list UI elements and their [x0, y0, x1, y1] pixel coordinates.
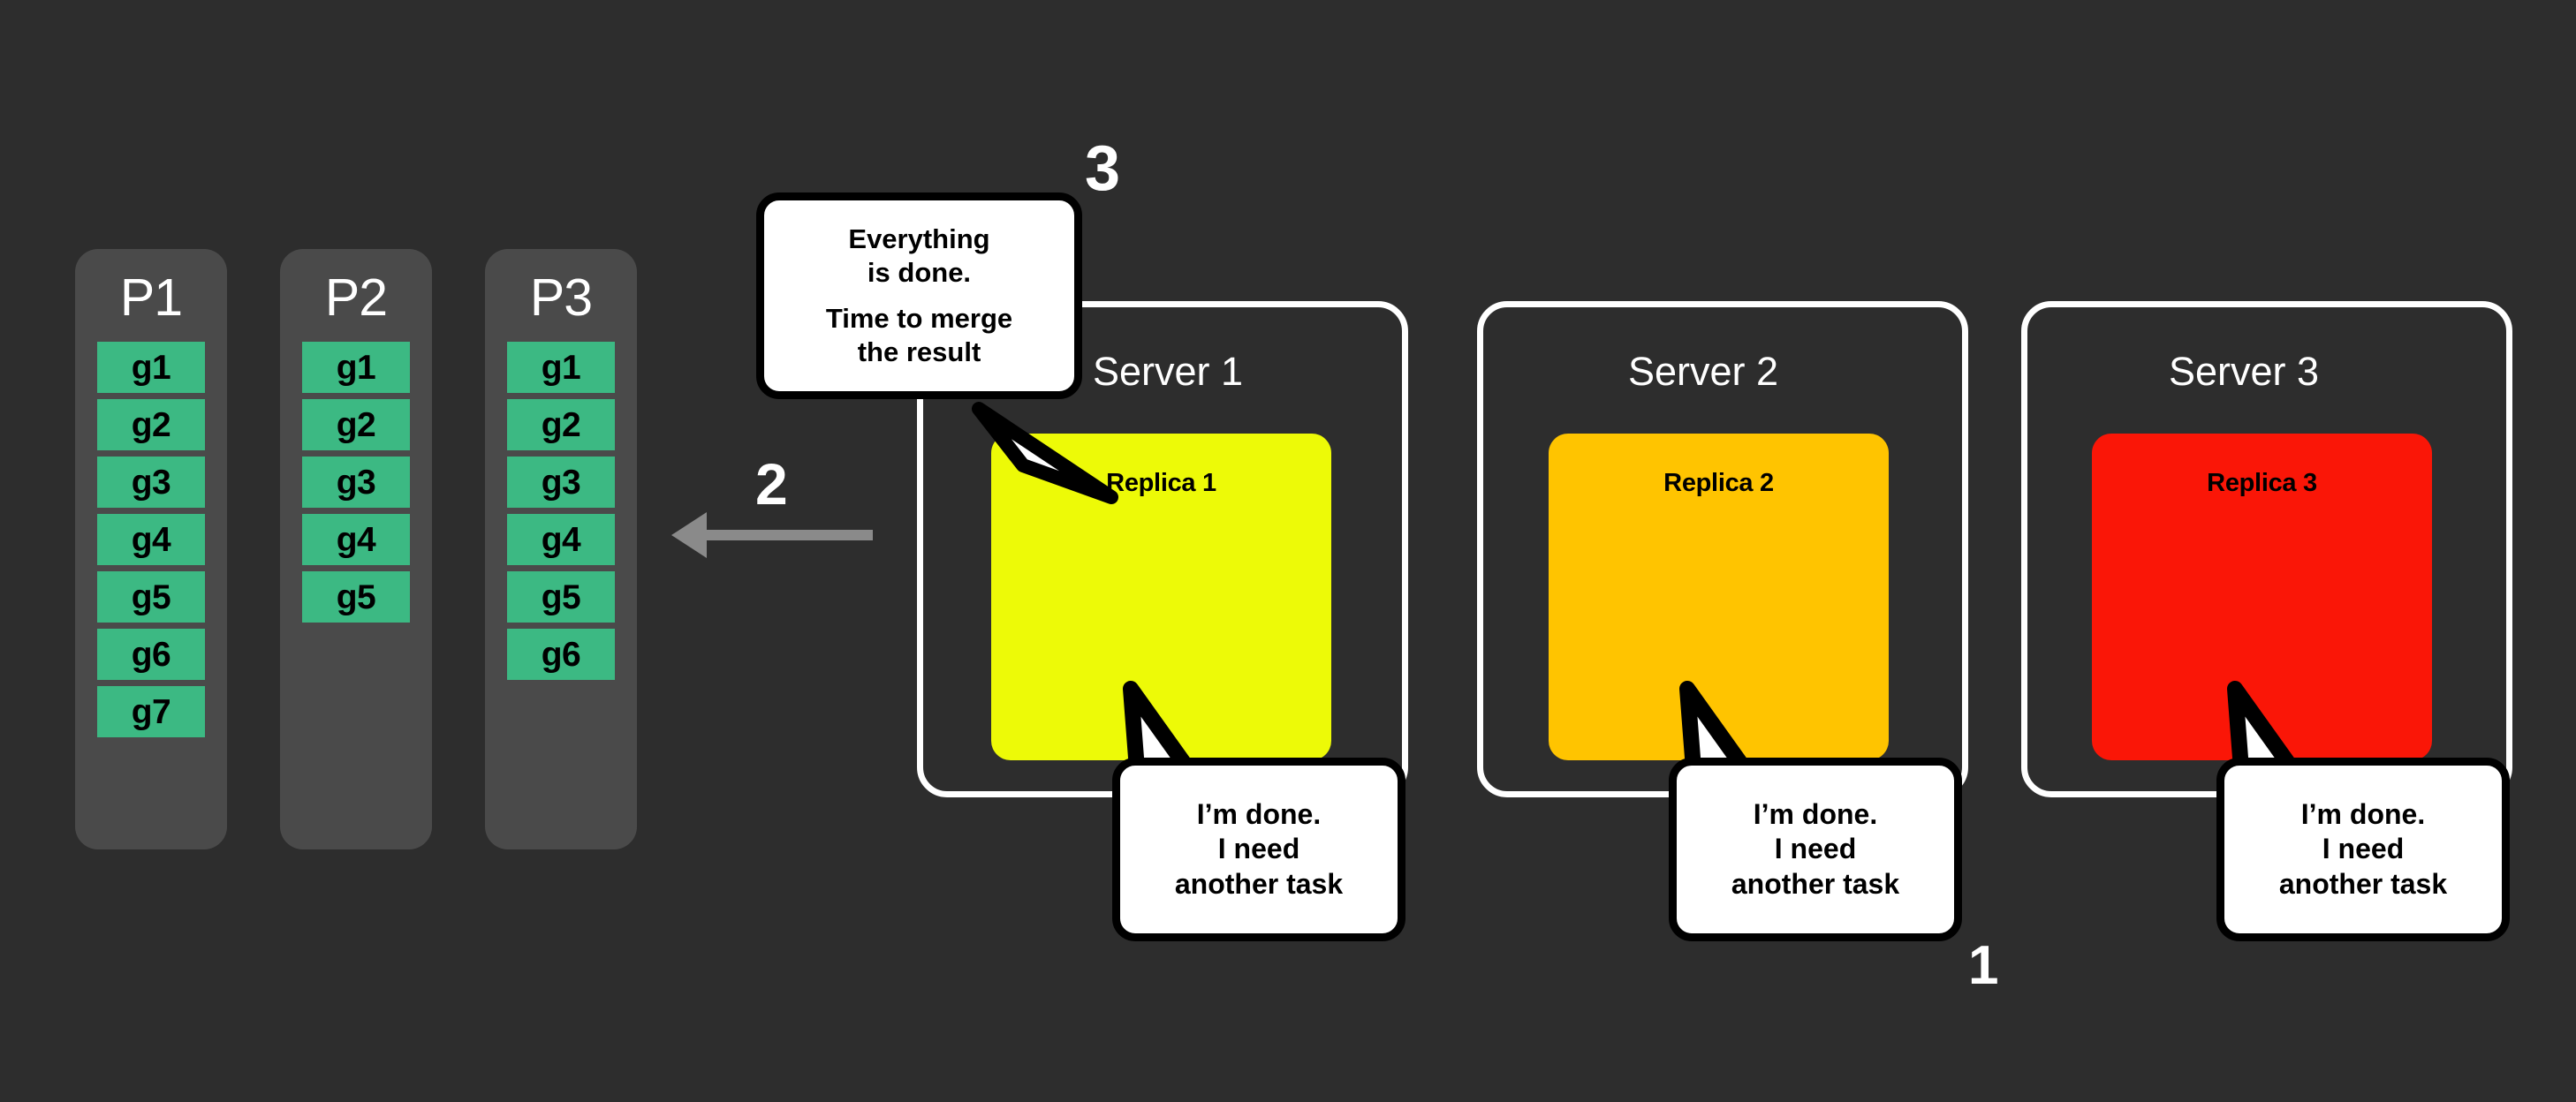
merge-line-1: Everything [848, 223, 990, 255]
step-number-2: 2 [755, 451, 788, 517]
done-line-1: I’m done. [2300, 798, 2426, 831]
done-speech-bubble-1[interactable]: I’m done. I need another task [1112, 758, 1405, 941]
gene-block[interactable]: g6 [507, 629, 615, 680]
partition-title: P3 [529, 268, 593, 327]
arrow-head-icon [671, 512, 707, 558]
replica-3-label: Replica 3 [2207, 469, 2317, 497]
gene-block[interactable]: g4 [507, 514, 615, 565]
replica-2-label: Replica 2 [1663, 469, 1774, 497]
done-speech-bubble-2[interactable]: I’m done. I need another task [1669, 758, 1962, 941]
gene-block[interactable]: g4 [302, 514, 410, 565]
merge-line-3: Time to merge [825, 303, 1013, 334]
done-line-3: another task [2278, 867, 2448, 900]
done-line-2: I need [1217, 833, 1300, 865]
gene-block[interactable]: g3 [97, 457, 205, 508]
done-line-2: I need [2322, 833, 2405, 865]
step-number-3: 3 [1085, 133, 1121, 204]
replica-1-label: Replica 1 [1106, 469, 1216, 497]
gene-block[interactable]: g2 [507, 399, 615, 450]
gene-block[interactable]: g5 [302, 571, 410, 623]
replica-2-box[interactable]: Replica 2 [1549, 434, 1889, 760]
merge-speech-bubble[interactable]: Everything is done. Time to merge the re… [756, 192, 1082, 399]
gene-block[interactable]: g5 [507, 571, 615, 623]
gene-block[interactable]: g4 [97, 514, 205, 565]
gene-block[interactable]: g1 [302, 342, 410, 393]
gene-block[interactable]: g5 [97, 571, 205, 623]
partition-p3[interactable]: P3 g1 g2 g3 g4 g5 g6 [485, 249, 637, 849]
replica-3-box[interactable]: Replica 3 [2092, 434, 2432, 760]
done-speech-bubble-3[interactable]: I’m done. I need another task [2216, 758, 2510, 941]
partition-p1[interactable]: P1 g1 g2 g3 g4 g5 g6 g7 [75, 249, 227, 849]
merge-arrow [671, 512, 875, 558]
server-3-title: Server 3 [2169, 349, 2320, 394]
gene-block[interactable]: g1 [507, 342, 615, 393]
merge-bubble-tail [972, 402, 1118, 504]
gene-block[interactable]: g2 [302, 399, 410, 450]
arrow-shaft [705, 530, 873, 540]
gene-block[interactable]: g3 [507, 457, 615, 508]
gene-block[interactable]: g1 [97, 342, 205, 393]
partition-p2[interactable]: P2 g1 g2 g3 g4 g5 [280, 249, 432, 849]
gene-list: g1 g2 g3 g4 g5 g6 g7 [75, 342, 227, 737]
merge-line-2: is done. [867, 257, 972, 289]
done-line-3: another task [1174, 867, 1344, 900]
done-line-3: another task [1731, 867, 1900, 900]
gene-list: g1 g2 g3 g4 g5 g6 [485, 342, 637, 680]
gene-list: g1 g2 g3 g4 g5 [280, 342, 432, 623]
gene-block[interactable]: g3 [302, 457, 410, 508]
replica-1-box[interactable]: Replica 1 [991, 434, 1331, 760]
step-number-1: 1 [1968, 935, 1999, 996]
gene-block[interactable]: g6 [97, 629, 205, 680]
done-line-1: I’m done. [1753, 798, 1878, 831]
done-line-2: I need [1774, 833, 1857, 865]
merge-line-4: the result [857, 336, 981, 367]
partition-title: P2 [324, 268, 388, 327]
server-1-title: Server 1 [1093, 349, 1244, 394]
gene-block[interactable]: g7 [97, 686, 205, 737]
done-line-1: I’m done. [1196, 798, 1322, 831]
gene-block[interactable]: g2 [97, 399, 205, 450]
server-2-title: Server 2 [1628, 349, 1779, 394]
partition-title: P1 [119, 268, 183, 327]
